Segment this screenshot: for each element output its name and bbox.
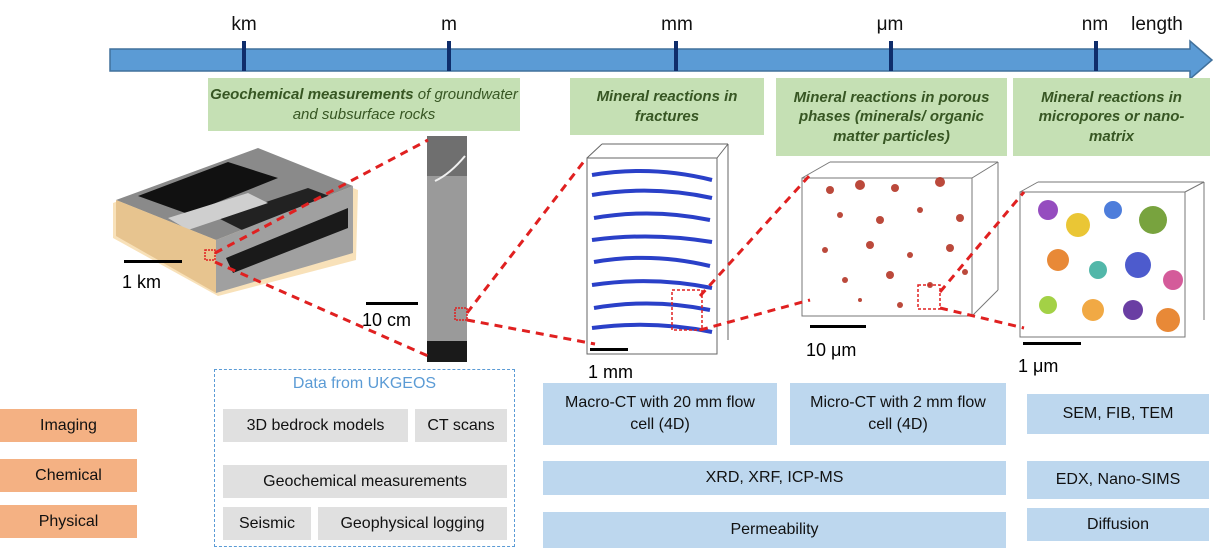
tick-label-um: μm xyxy=(876,14,904,35)
scale-label-10um: 10 μm xyxy=(806,340,857,360)
method-permeability: Permeability xyxy=(543,512,1006,548)
header-geochemical: Geochemical measurements of groundwater … xyxy=(208,78,520,131)
scale-label-1mm: 1 mm xyxy=(588,362,633,382)
header-fractures: Mineral reactions in fractures xyxy=(570,78,764,135)
tick-label-m: m xyxy=(441,14,457,35)
tick-label-mm: mm xyxy=(661,14,693,35)
method-macro-ct: Macro-CT with 20 mm flow cell (4D) xyxy=(543,383,777,445)
item-geochemical-measurements: Geochemical measurements xyxy=(223,465,507,498)
porous-ct-image xyxy=(801,161,999,317)
core-ct-image xyxy=(427,136,468,362)
tick-um xyxy=(889,41,893,71)
scale-label-1um: 1 μm xyxy=(1018,356,1059,376)
method-sem-fib-tem: SEM, FIB, TEM xyxy=(1027,394,1209,434)
scale-label-10cm: 10 cm xyxy=(362,310,412,330)
method-diffusion: Diffusion xyxy=(1027,508,1209,541)
header-porous: Mineral reactions in porous phases (mine… xyxy=(776,78,1007,156)
scale-bar-10um xyxy=(810,325,866,328)
tick-mm xyxy=(674,41,678,71)
scale-bar-10cm xyxy=(366,302,418,305)
nano-matrix-image xyxy=(1019,181,1205,338)
scale-bar-1mm xyxy=(590,348,628,351)
scale-bar-1km xyxy=(124,260,182,263)
header-geochemical-rest: of groundwater and subsurface rocks xyxy=(292,86,518,123)
header-geochemical-bold: Geochemical measurements xyxy=(210,86,414,103)
header-micropores-text: Mineral reactions in micropores or nano-… xyxy=(1038,88,1185,145)
method-xrd-xrf-icpms: XRD, XRF, ICP-MS xyxy=(543,461,1006,495)
scale-bar-1um xyxy=(1023,342,1081,345)
category-imaging: Imaging xyxy=(0,409,137,442)
category-physical: Physical xyxy=(0,505,137,538)
tick-km xyxy=(242,41,246,71)
scale-label-1km: 1 km xyxy=(122,272,162,292)
header-fractures-text: Mineral reactions in fractures xyxy=(596,88,738,125)
length-axis-arrow xyxy=(109,39,1214,81)
tick-label-nm: nm xyxy=(1081,14,1109,35)
header-micropores: Mineral reactions in micropores or nano-… xyxy=(1013,78,1210,156)
axis-end-label: length xyxy=(1131,14,1183,35)
tick-nm xyxy=(1094,41,1098,71)
item-ct-scans: CT scans xyxy=(415,409,507,442)
header-porous-text: Mineral reactions in porous phases (mine… xyxy=(793,88,990,145)
bedrock-model-image xyxy=(113,148,358,296)
item-seismic: Seismic xyxy=(223,507,311,540)
category-chemical: Chemical xyxy=(0,459,137,492)
item-geophysical-logging: Geophysical logging xyxy=(318,507,507,540)
tick-m xyxy=(447,41,451,71)
method-micro-ct: Micro-CT with 2 mm flow cell (4D) xyxy=(790,383,1006,445)
ukgeos-panel xyxy=(214,369,515,547)
ukgeos-title: Data from UKGEOS xyxy=(292,375,437,392)
item-3d-bedrock-models: 3D bedrock models xyxy=(223,409,408,442)
fracture-ct-image xyxy=(586,143,729,355)
tick-label-km: km xyxy=(231,14,257,35)
method-edx-nanosims: EDX, Nano-SIMS xyxy=(1027,461,1209,499)
